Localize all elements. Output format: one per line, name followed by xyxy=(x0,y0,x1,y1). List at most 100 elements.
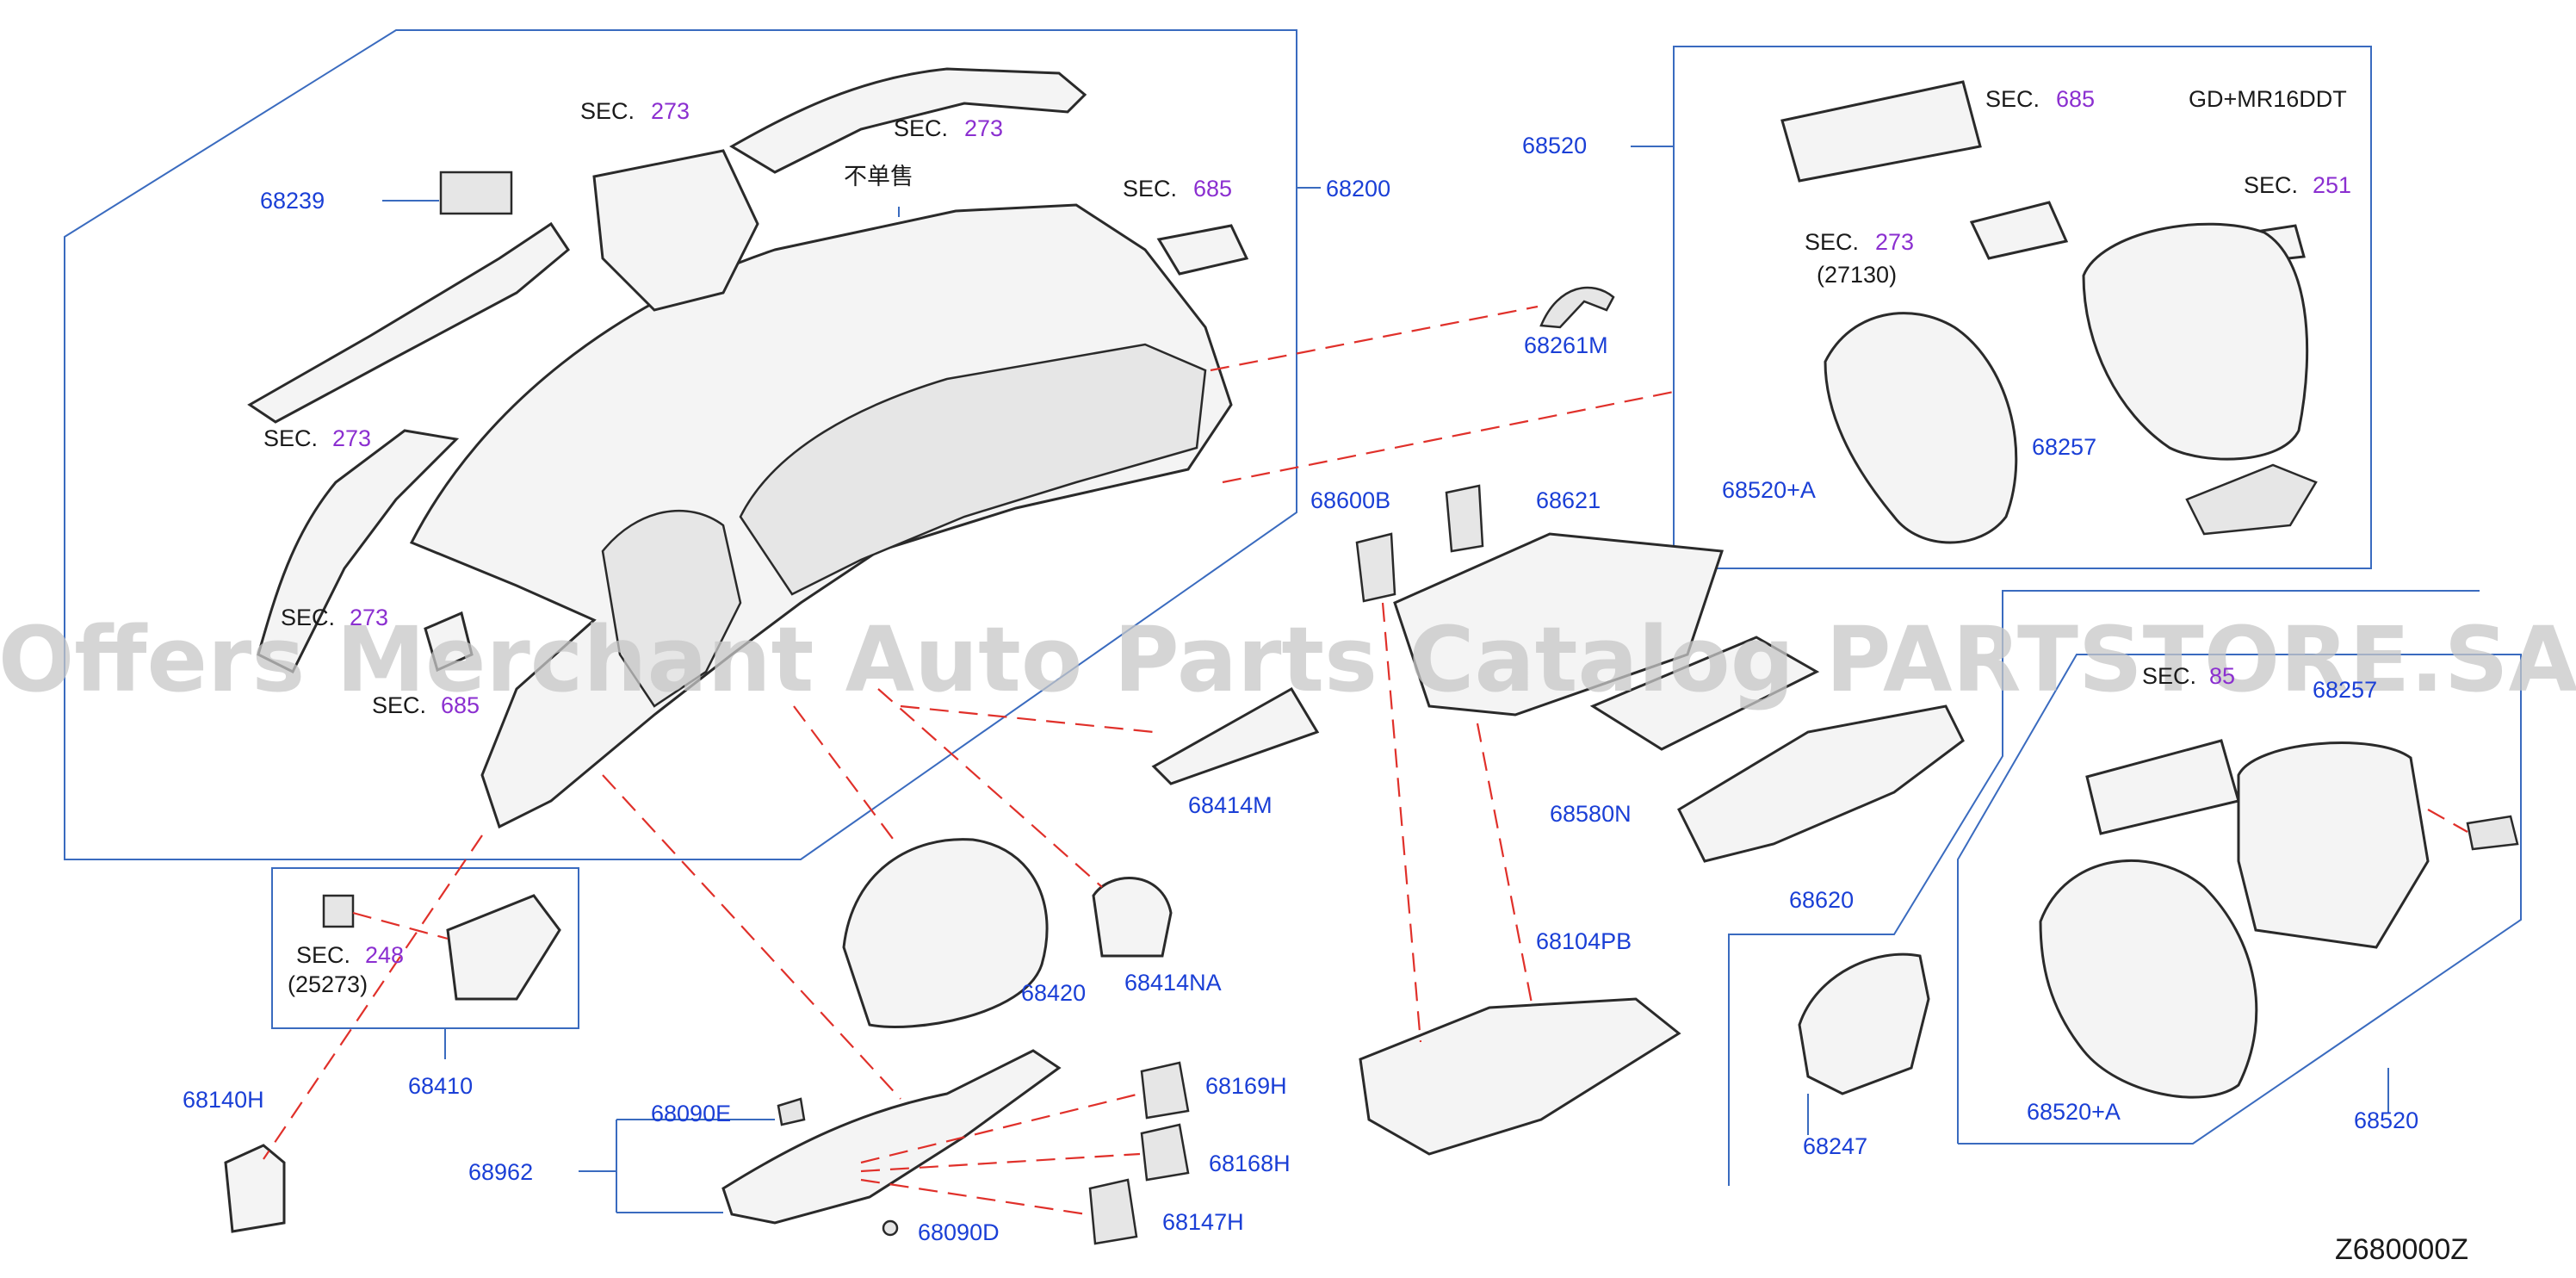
svg-text:SEC.: SEC. xyxy=(2142,663,2196,689)
watermark-text: Offers Merchant Auto Parts Catalog PARTS… xyxy=(0,607,2576,712)
knee-panel-68104PB xyxy=(1359,997,1681,1156)
left-floor-duct xyxy=(257,429,460,674)
clip-68168H xyxy=(1140,1123,1190,1182)
lid-68414M xyxy=(1151,686,1320,785)
center-vent-gd xyxy=(1780,80,1982,183)
lower-variant-frame xyxy=(1728,590,2480,1186)
part-68169H: 68169H xyxy=(1205,1073,1287,1099)
switch-248 xyxy=(322,894,355,928)
part-68420: 68420 xyxy=(1021,980,1086,1006)
sec-273-label-gd: SEC. 273 xyxy=(1805,229,1914,255)
sec-685-label-right: SEC. 685 xyxy=(1123,176,1232,202)
svg-text:273: 273 xyxy=(1875,229,1914,255)
center-bezel-68520A-bottom xyxy=(2039,859,2258,1099)
svg-text:685: 685 xyxy=(1193,176,1232,202)
part-68104PB: 68104PB xyxy=(1536,928,1632,954)
svg-text:SEC.: SEC. xyxy=(1123,176,1177,202)
svg-text:248: 248 xyxy=(365,942,404,968)
svg-text:SEC.: SEC. xyxy=(281,605,335,630)
sec-273-label-left: SEC. 273 xyxy=(263,425,371,451)
screw-68090D xyxy=(882,1219,899,1237)
cluster-finisher-68257-bottom xyxy=(2237,741,2430,949)
svg-text:SEC.: SEC. xyxy=(263,425,318,451)
svg-text:273: 273 xyxy=(651,98,690,124)
meter-hood-68420 xyxy=(842,838,1049,1028)
part-68520-top: 68520 xyxy=(1522,133,1587,158)
svg-text:SEC.: SEC. xyxy=(2244,172,2298,198)
part-68962: 68962 xyxy=(468,1159,533,1185)
sec-251-label: SEC. 251 xyxy=(2244,172,2351,198)
bracket-68600B xyxy=(1355,532,1396,603)
glovebox-68580N xyxy=(1589,636,1820,751)
diagram-code: Z680000Z xyxy=(2335,1233,2468,1266)
part-68261M: 68261M xyxy=(1524,332,1608,358)
clip-68147H xyxy=(1088,1178,1138,1245)
svg-text:SEC.: SEC. xyxy=(580,98,635,124)
svg-text:SEC.: SEC. xyxy=(1805,229,1859,255)
part-68580N: 68580N xyxy=(1550,801,1632,827)
part-68147H: 68147H xyxy=(1162,1209,1244,1235)
left-side-duct xyxy=(247,221,570,424)
gd-variant-frame xyxy=(1673,46,2372,569)
svg-text:SEC.: SEC. xyxy=(372,692,426,718)
center-stack-frame xyxy=(601,509,742,708)
svg-text:SEC.: SEC. xyxy=(296,942,350,968)
part-68520A-top: 68520+A xyxy=(1722,477,1816,503)
part-68414M: 68414M xyxy=(1188,792,1273,818)
label-25273: (25273) xyxy=(288,971,368,997)
lower-variant-frame-inner xyxy=(1957,654,2522,1145)
center-vent-lower xyxy=(2085,739,2240,835)
svg-text:685: 685 xyxy=(2056,86,2095,112)
main-assembly-frame xyxy=(64,29,1297,860)
sec-685-label-gd: SEC. 685 xyxy=(1985,86,2095,112)
svg-text:SEC.: SEC. xyxy=(1985,86,2040,112)
svg-text:85: 85 xyxy=(2209,663,2235,689)
svg-text:SEC.: SEC. xyxy=(894,115,948,141)
glovebox-68620 xyxy=(1677,704,1965,863)
part-68247: 68247 xyxy=(1803,1133,1867,1159)
part-68257-bottom: 68257 xyxy=(2313,677,2377,703)
dashed-connections xyxy=(263,305,2468,1216)
svg-text:273: 273 xyxy=(964,115,1003,141)
part-68600B: 68600B xyxy=(1310,487,1390,513)
not-sold-separately-note: 不单售 xyxy=(844,164,913,189)
switch-panel-68410 xyxy=(446,894,561,1001)
leader-lines xyxy=(382,146,2389,1213)
svg-text:685: 685 xyxy=(441,692,480,718)
part-68168H: 68168H xyxy=(1209,1151,1291,1176)
finisher-68414NA xyxy=(1092,877,1173,958)
center-duct xyxy=(592,149,759,312)
sec-685-label-left: SEC. 685 xyxy=(372,692,480,718)
part-68140H: 68140H xyxy=(183,1087,264,1113)
sec-partial-label: SEC. 85 xyxy=(2142,663,2235,689)
svg-text:273: 273 xyxy=(332,425,371,451)
sec-273-label-floor: SEC. 273 xyxy=(281,605,388,630)
part-68520A-bottom: 68520+A xyxy=(2027,1099,2121,1125)
bracket-68600B-2 xyxy=(1445,484,1484,553)
glovebox-lid-68621 xyxy=(1393,532,1725,717)
heater-control-68247 xyxy=(1798,952,1930,1095)
clip-68140H xyxy=(224,1144,286,1233)
lower-cover-68962 xyxy=(721,1049,1062,1225)
part-68520-bottom: 68520 xyxy=(2354,1107,2418,1133)
cluster-finisher-68257-top xyxy=(2082,222,2309,461)
bracket-68261M xyxy=(1539,286,1615,329)
side-vent-right xyxy=(1156,224,1249,276)
part-68620: 68620 xyxy=(1789,887,1854,913)
part-68239: 68239 xyxy=(260,188,325,214)
center-bezel-68520A-top xyxy=(1824,312,2018,544)
control-unit-gd xyxy=(1969,201,2069,260)
sec-273-label-top: SEC. 273 xyxy=(580,98,690,124)
part-68200: 68200 xyxy=(1326,176,1390,202)
svg-text:273: 273 xyxy=(350,605,388,630)
part-68257-top: 68257 xyxy=(2032,434,2096,460)
clip-68090E xyxy=(777,1097,806,1126)
instrument-panel-frame xyxy=(739,343,1207,596)
sec-273-label-duct: SEC. 273 xyxy=(894,115,1003,141)
part-68410: 68410 xyxy=(408,1073,473,1099)
part-68090D: 68090D xyxy=(918,1219,1000,1245)
part-68621: 68621 xyxy=(1536,487,1601,513)
clip-68169H xyxy=(1140,1061,1190,1120)
label-27130: (27130) xyxy=(1817,262,1897,288)
variant-title: GD+MR16DDT xyxy=(2189,86,2347,112)
